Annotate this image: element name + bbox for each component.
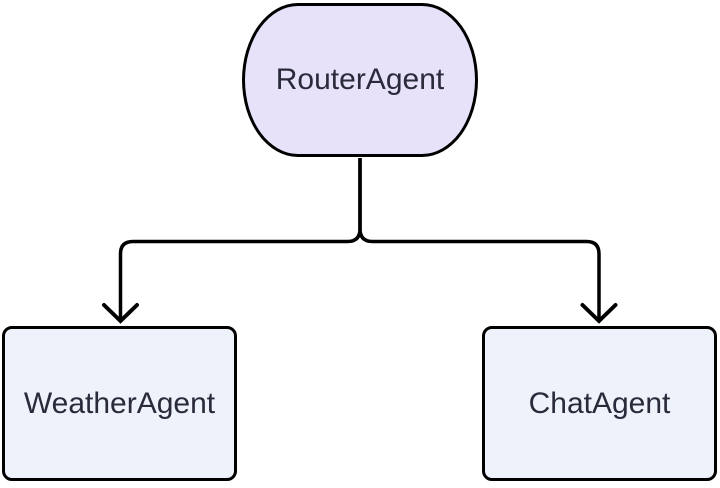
edge-router-to-chat [358,158,601,319]
node-router-agent: RouterAgent [242,3,478,157]
node-chat-agent-label: ChatAgent [528,386,671,420]
arrow-down-icon [102,303,139,324]
node-weather-agent-label: WeatherAgent [23,386,216,420]
edge-router-to-weather [118,158,362,319]
node-router-agent-label: RouterAgent [275,63,445,96]
node-chat-agent: ChatAgent [482,326,717,481]
node-weather-agent: WeatherAgent [2,326,237,481]
arrow-down-icon [580,303,618,324]
